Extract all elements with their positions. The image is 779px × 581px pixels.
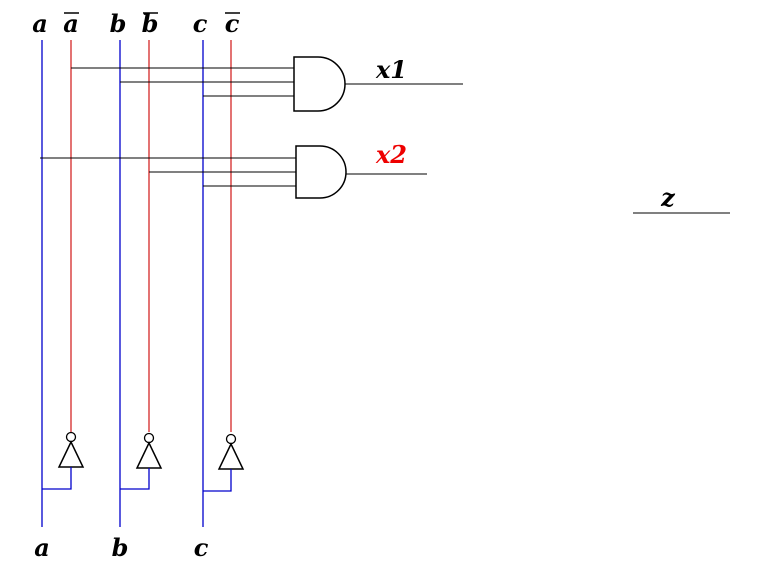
- inverter-c-feed: [203, 469, 232, 492]
- label-c-bar-top: c: [225, 9, 240, 38]
- inverter-a-feed: [42, 467, 72, 490]
- label-c-top: c: [193, 9, 208, 38]
- and-gate-2: [295, 145, 347, 199]
- label-a-top: a: [32, 9, 48, 38]
- label-z: z: [660, 183, 676, 212]
- inverter-b-bubble: [143, 432, 155, 444]
- label-a-bottom: a: [34, 533, 50, 562]
- inverter-c-bubble: [225, 433, 237, 445]
- label-b-bottom: b: [112, 533, 129, 562]
- inverter-c: [217, 442, 245, 470]
- label-b-top: b: [110, 9, 127, 38]
- label-x2: x2: [375, 140, 407, 169]
- inverter-b-feed: [120, 468, 150, 490]
- label-a-bar-top: a: [63, 9, 79, 38]
- inverter-a: [57, 440, 85, 468]
- label-b-bar-top: b: [142, 9, 159, 38]
- inverter-a-bubble: [65, 431, 77, 443]
- and-gate-1: [293, 56, 346, 112]
- inverter-b: [135, 441, 163, 469]
- label-x1: x1: [375, 55, 407, 84]
- label-c-bottom: c: [194, 533, 209, 562]
